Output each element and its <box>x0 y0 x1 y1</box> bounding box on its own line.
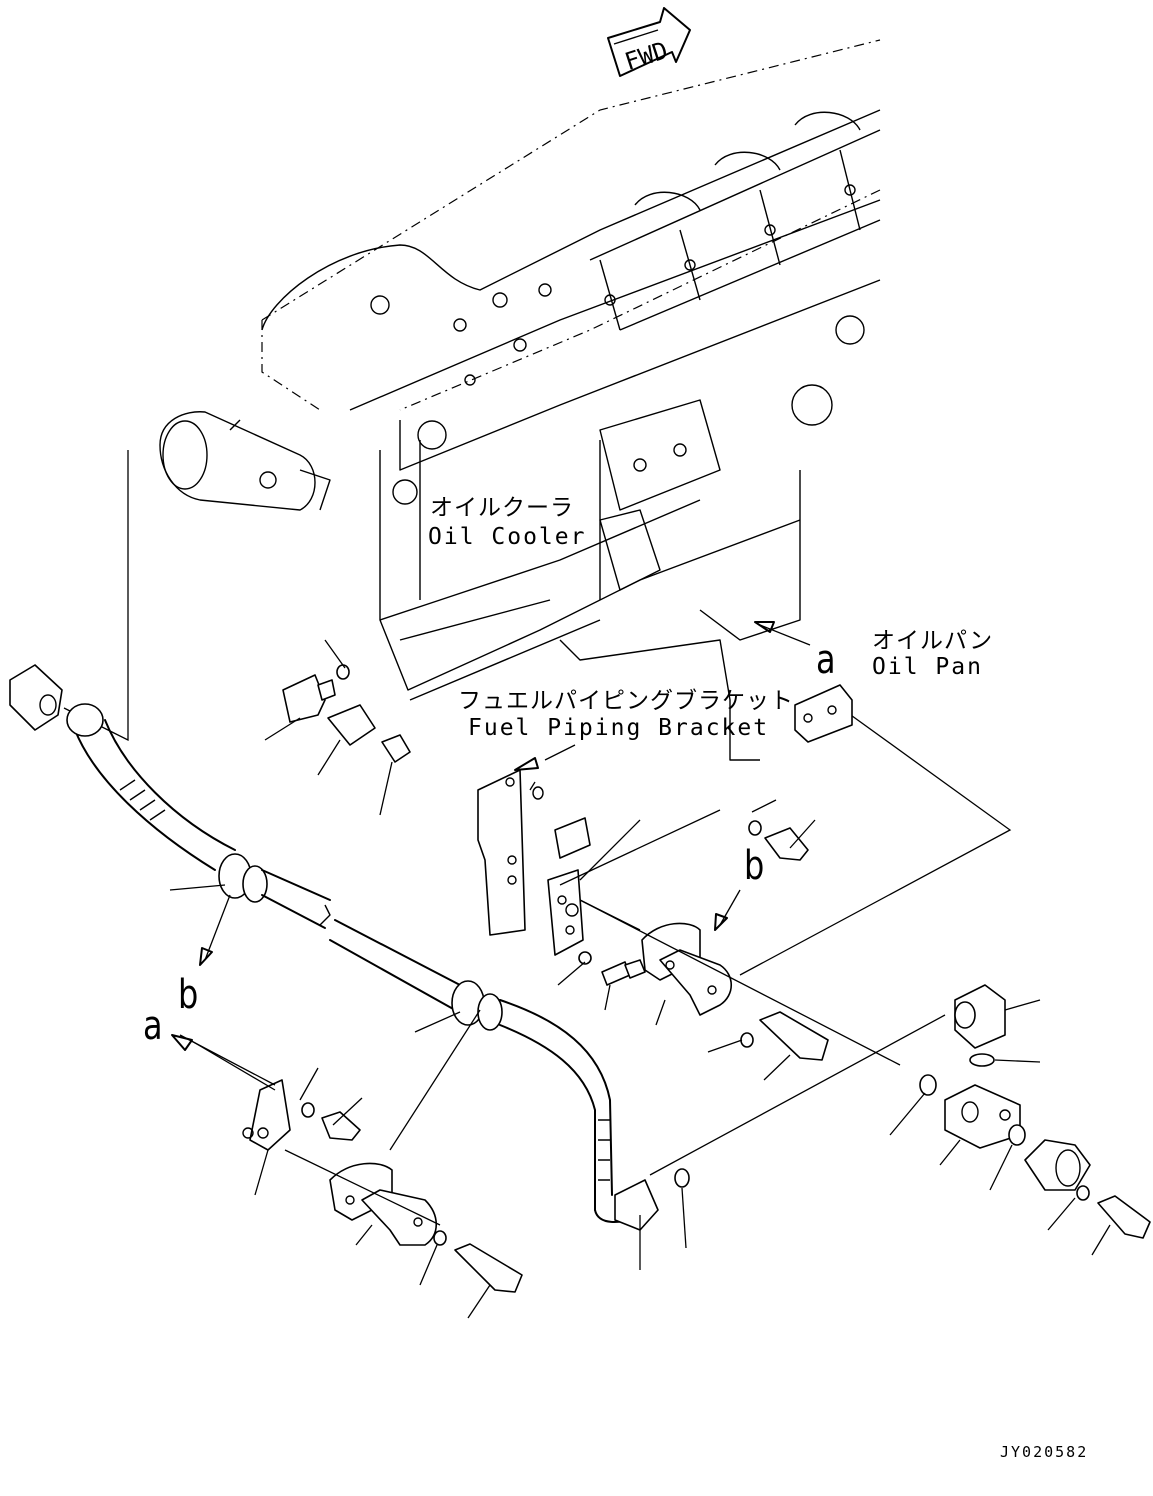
ref-a-top: a <box>816 637 836 683</box>
oil-pan-label-en: Oil Pan <box>872 654 983 680</box>
oil-cooler-label-en: Oil Cooler <box>428 524 587 550</box>
starter-motor <box>159 411 331 511</box>
clip-bracket-upper <box>547 820 829 1061</box>
oil-cooler-label-jp: オイルクーラ <box>430 495 574 521</box>
elbow-fitting <box>674 984 1151 1239</box>
ref-a-left: a <box>143 1003 163 1049</box>
clip-bracket-lower <box>242 1079 523 1293</box>
hose-end-fitting <box>9 664 63 731</box>
fwd-text: FWD <box>621 36 671 76</box>
ref-b-top: b <box>744 843 765 889</box>
fuel-piping-bracket <box>477 769 591 936</box>
fuel-bracket-label-jp: フュエルパイピングブラケット <box>458 688 794 714</box>
fwd-arrow-icon: FWD <box>607 7 691 77</box>
engine-block <box>261 39 881 761</box>
drawing-code: JY020582 <box>1000 1443 1089 1461</box>
oil-pan-label-jp: オイルパン <box>872 628 994 654</box>
ref-b-left: b <box>178 972 199 1018</box>
pressure-switch-parts <box>282 599 551 763</box>
fuel-bracket-label-en: Fuel Piping Bracket <box>468 715 770 741</box>
oil-pan-flange <box>794 684 853 743</box>
oil-pipe <box>66 703 659 1231</box>
